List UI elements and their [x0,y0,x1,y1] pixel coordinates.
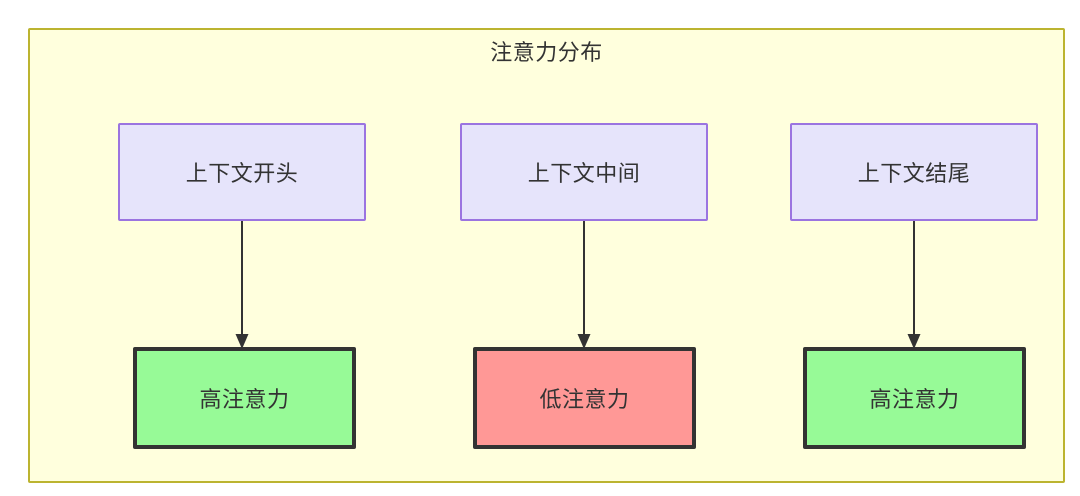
arrow-context-middle-to-attention [577,221,591,349]
node-context-end-label: 上下文结尾 [857,161,971,186]
node-high-attention-end-label: 高注意力 [869,387,960,412]
attention-distribution-subgraph: 注意力分布 上下文开头 高注意力 上下文中间 低注意力 [28,28,1065,483]
node-high-attention-end[interactable]: 高注意力 [803,347,1026,449]
node-context-middle[interactable]: 上下文中间 [460,123,708,221]
node-high-attention-start[interactable]: 高注意力 [133,347,356,449]
arrow-context-start-to-attention [235,221,249,349]
arrow-context-end-to-attention [907,221,921,349]
node-low-attention-middle[interactable]: 低注意力 [473,347,696,449]
node-context-start[interactable]: 上下文开头 [118,123,366,221]
node-low-attention-middle-label: 低注意力 [539,387,630,412]
subgraph-title: 注意力分布 [490,40,603,65]
node-high-attention-start-label: 高注意力 [199,387,290,412]
node-context-start-label: 上下文开头 [185,161,299,186]
node-context-middle-label: 上下文中间 [527,161,641,186]
node-context-end[interactable]: 上下文结尾 [790,123,1038,221]
